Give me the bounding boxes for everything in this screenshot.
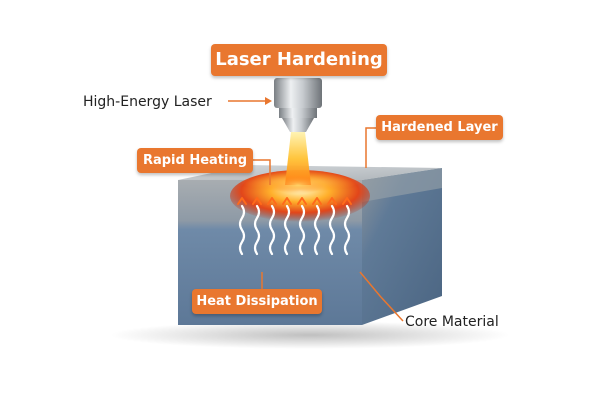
heat-dissipation-arrows (237, 197, 352, 256)
block-side-face (362, 168, 442, 325)
high-energy-laser-label: High-Energy Laser (83, 94, 212, 110)
diagram-title: Laser Hardening (211, 44, 387, 76)
laser-beam (272, 132, 324, 194)
hardened-layer-leader (365, 127, 376, 168)
hardened-layer-label: Hardened Layer (376, 115, 503, 140)
laser-body (274, 78, 322, 108)
core-material-label: Core Material (405, 314, 499, 330)
laser-leader-arrow (265, 97, 272, 105)
laser-collar (279, 108, 317, 118)
heat-dissipation-label: Heat Dissipation (192, 289, 322, 314)
laser-nozzle (282, 118, 314, 132)
core-material-leader (359, 271, 404, 322)
block-shadow (110, 321, 510, 349)
leader-lines (228, 100, 404, 322)
laser-head (274, 78, 322, 132)
rapid-heating-label: Rapid Heating (137, 148, 253, 173)
rapid-heating-leader (253, 159, 271, 185)
hardened-layer-edge (362, 168, 442, 202)
